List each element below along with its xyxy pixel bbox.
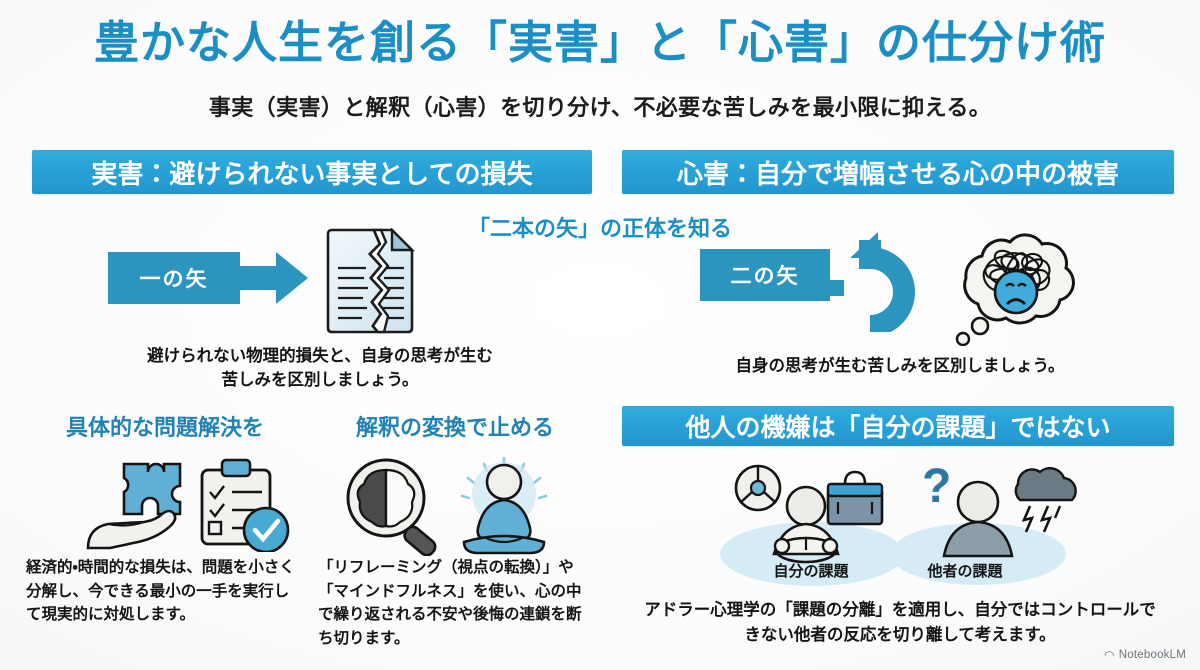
caption-left-line1: 避けられない物理的損失と、自身の思考が生む	[147, 347, 493, 365]
section-header-shingai: 心害：自分で増幅させる心の中の被害	[622, 150, 1174, 194]
first-arrow-pill-label: 一の矢	[139, 268, 209, 291]
page-subtitle: 事実（実害）と解釈（心害）を切り分け、不必要な苦しみを最小限に抑える。	[208, 95, 992, 120]
center-concept-label: 「二本の矢」の正体を知る	[467, 216, 732, 241]
torn-document-icon	[318, 227, 418, 341]
bottom-heading-problem-solving: 具体的な問題解決を	[65, 415, 264, 440]
notebooklm-watermark-label: NotebookLM	[1118, 649, 1186, 661]
caption-left: 避けられない物理的損失と、自身の思考が生む 苦しみを区別しましょう。	[60, 344, 580, 393]
notebooklm-watermark: ◠ NotebookLM	[1104, 648, 1186, 662]
right-arrow-icon-shaft	[240, 266, 278, 290]
section-header-shingai-label: 心害：自分で増幅させる心の中の被害	[676, 158, 1119, 189]
bottom-heading-reframing: 解釈の変換で止める	[355, 415, 554, 440]
thought-cloud-tangled-icon	[948, 222, 1080, 351]
spiral-arrow-icon	[820, 228, 922, 337]
toolbox-icon	[826, 470, 884, 526]
section-header-jitsugai-label: 実害：避けられない事実としての損失	[91, 158, 533, 189]
puzzle-on-hand-icon	[86, 456, 298, 557]
section-header-others-mood-label: 他人の機嫌は「自分の課題」ではない	[685, 414, 1111, 442]
ellipse-label-other-task: 他者の課題	[927, 563, 1003, 580]
second-arrow-pill-label: 二の矢	[730, 265, 800, 288]
page-title: 豊かな人生を創る「実害」と「心害」の仕分け術	[93, 17, 1106, 68]
brain-magnifier-icon	[336, 456, 558, 561]
bottom-body-problem-solving: 経済的・時間的な損失は、問題を小さく分解し、今できる最小の一手を実行して現実的に…	[26, 559, 295, 624]
right-arrow-icon-head	[276, 252, 308, 304]
ellipse-label-self-task: 自分の課題	[773, 563, 849, 580]
section-header-others-mood: 他人の機嫌は「自分の課題」ではない	[622, 406, 1174, 446]
section-header-jitsugai: 実害：避けられない事実としての損失	[32, 150, 592, 194]
first-arrow-pill: 一の矢	[108, 252, 240, 304]
svg-text:?: ?	[922, 460, 951, 513]
storm-cloud-icon	[1014, 467, 1077, 533]
bottom-body-reframing: 「リフレーミング（視点の転換）」や「マインドフルネス」を使い、心の中で繰り返され…	[318, 559, 582, 647]
bottom-body-task-separation: アドラー心理学の「課題の分離」を適用し、自分ではコントロールできない他者の反応を…	[644, 601, 1156, 645]
question-mark-icon: ?	[922, 460, 951, 513]
steering-wheel-icon	[734, 464, 782, 512]
person-icon	[942, 480, 1014, 558]
notebooklm-logo-icon: ◠	[1104, 648, 1115, 662]
caption-left-line2: 苦しみを区別しましょう。	[221, 371, 419, 390]
task-separation-diagram: ?	[700, 458, 1090, 593]
person-driving-icon	[772, 485, 840, 564]
second-arrow-pill: 二の矢	[700, 249, 830, 301]
caption-right: 自身の思考が生む苦しみを区別しましょう。	[735, 357, 1065, 375]
